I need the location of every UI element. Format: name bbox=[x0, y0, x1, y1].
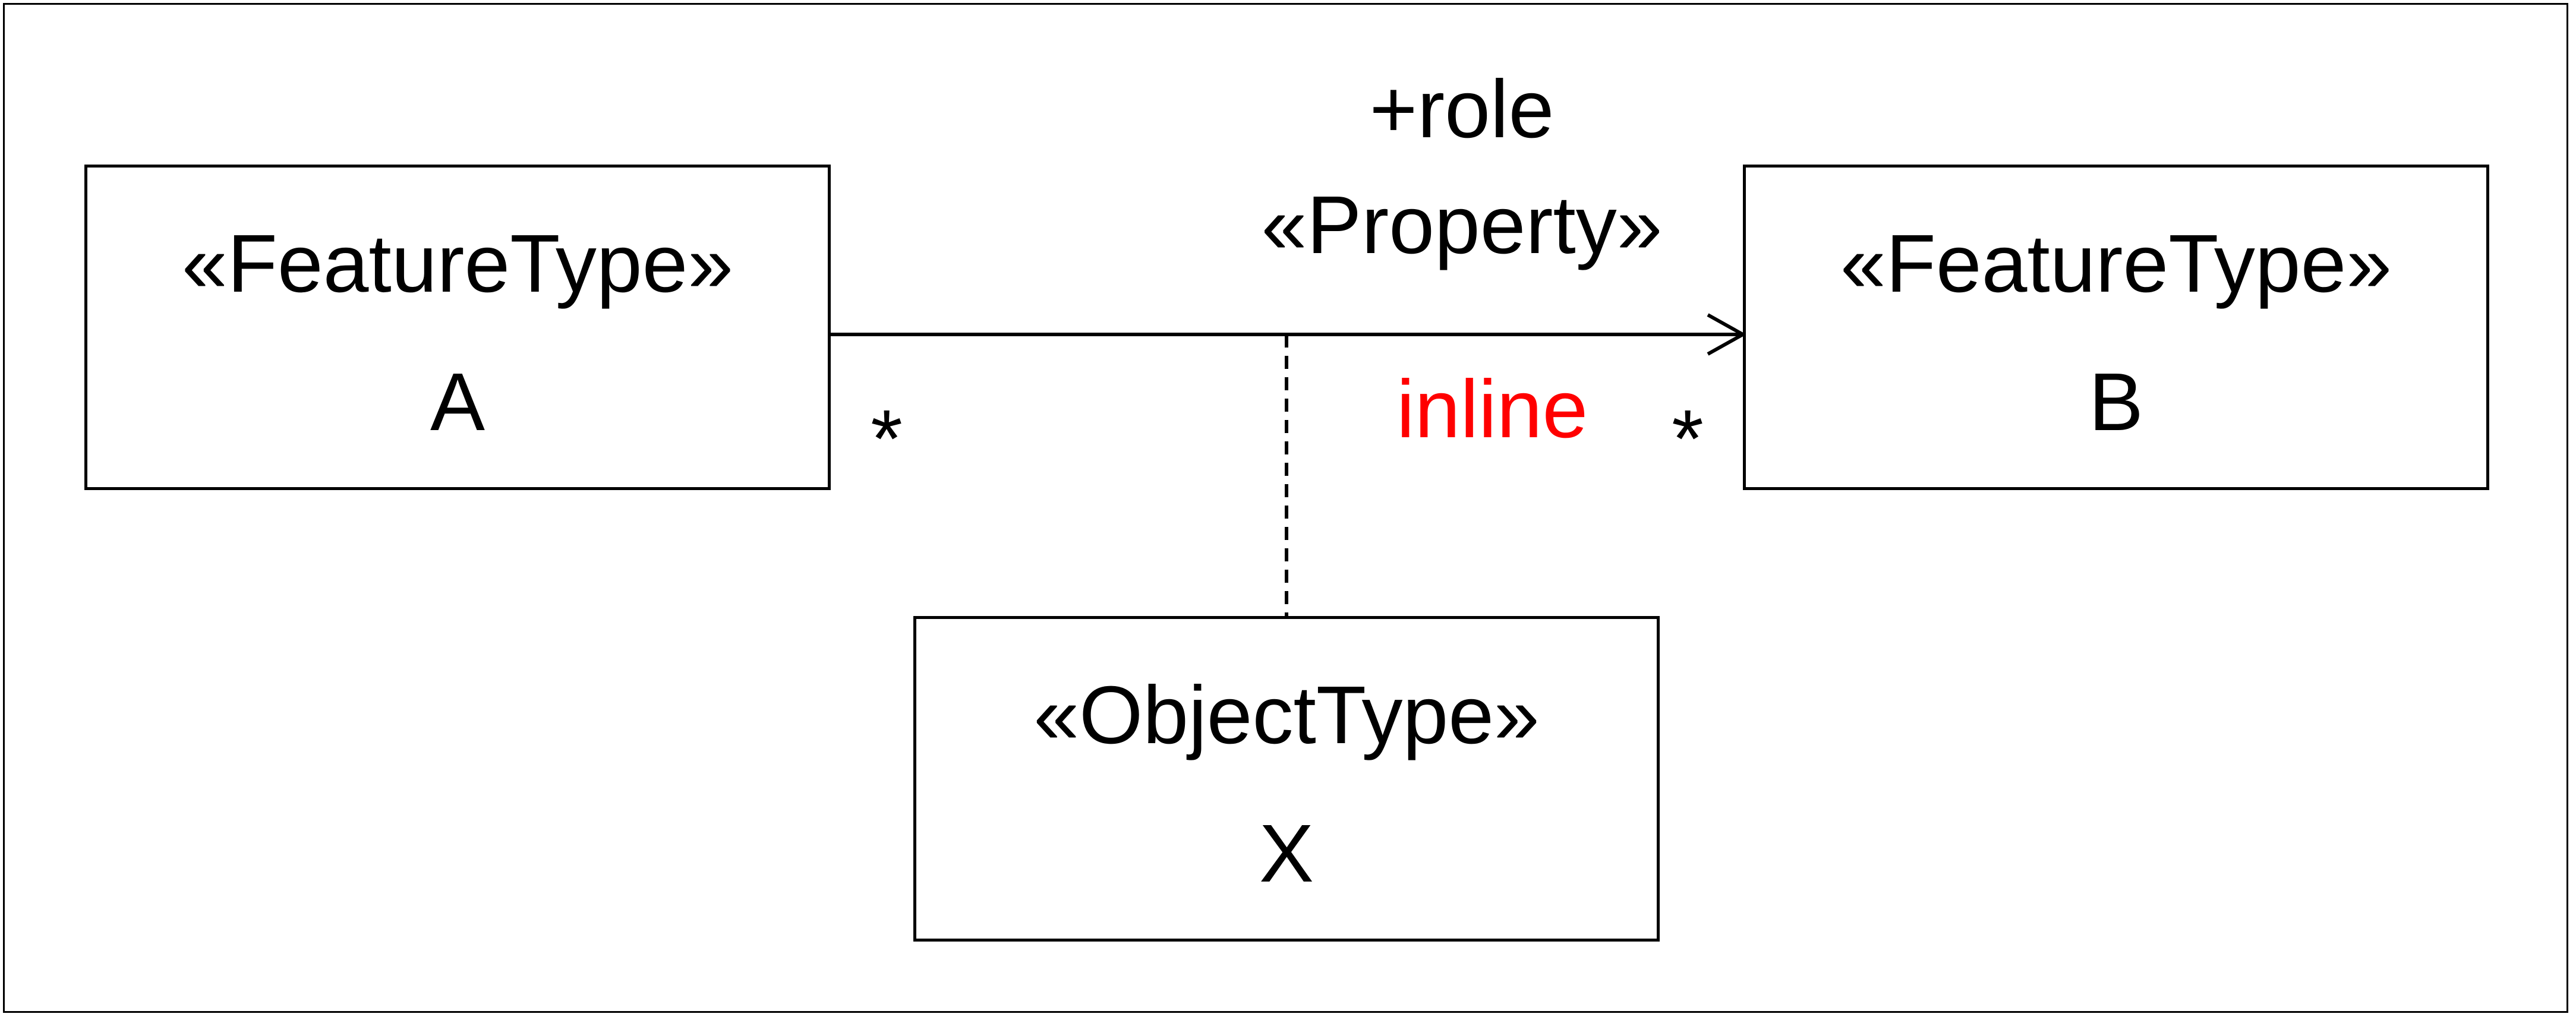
class-b-box[interactable] bbox=[1743, 165, 2489, 490]
association-stereotype: «Property» bbox=[1261, 179, 1663, 271]
class-x-stereotype: «ObjectType» bbox=[1033, 669, 1540, 761]
class-b-name: B bbox=[2088, 356, 2144, 448]
class-b-stereotype: «FeatureType» bbox=[1840, 218, 2392, 309]
source-multiplicity: * bbox=[871, 393, 903, 485]
association-tag: inline bbox=[1396, 364, 1588, 455]
class-a-box[interactable] bbox=[84, 165, 831, 490]
class-a-stereotype: «FeatureType» bbox=[181, 218, 734, 309]
class-x-box[interactable] bbox=[913, 616, 1660, 942]
diagram-frame bbox=[3, 3, 2568, 1013]
association-role: +role bbox=[1369, 64, 1555, 155]
target-multiplicity: * bbox=[1672, 393, 1704, 485]
class-a-name: A bbox=[430, 356, 485, 448]
class-x-name: X bbox=[1259, 808, 1314, 899]
